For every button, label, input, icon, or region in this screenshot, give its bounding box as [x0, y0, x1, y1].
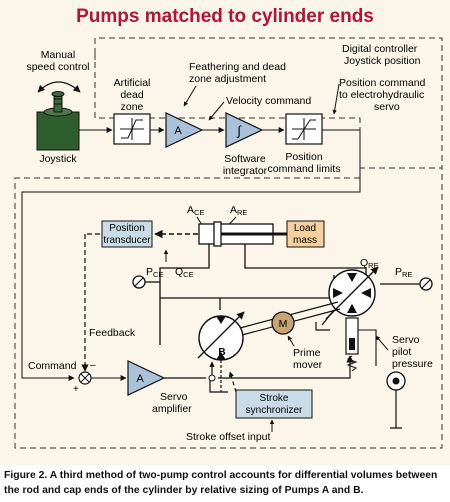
limits-label-2: command limits: [268, 163, 341, 175]
p-re-label: PRE: [395, 266, 412, 279]
load-mass-label-1: Load: [294, 223, 316, 234]
position-command-label-3: servo: [374, 101, 400, 113]
amplifier-a-block[interactable]: [165, 112, 204, 148]
limits-label-1: Position: [285, 151, 323, 163]
cap-end-line: [159, 244, 210, 345]
plus-sign: +: [73, 384, 79, 395]
joystick-position-label: Joystick position: [344, 55, 421, 67]
velocity-command-label: Velocity command: [226, 95, 311, 107]
pressure-gauge-re-icon: [419, 277, 433, 291]
pilot-tank-icon: [390, 390, 402, 429]
a-ce-label: ACE: [187, 204, 204, 217]
feathering-label-1: Feathering and dead: [189, 61, 286, 73]
stroke-offset-label: Stroke offset input: [186, 431, 271, 443]
synchronizer-label-2: synchronizer: [246, 405, 303, 416]
diagram-svg: Pumps matched to cylinder ends Manual sp…: [14, 6, 443, 449]
pilot-pressure-source-icon: [386, 371, 406, 391]
load-mass-label-2: mass: [293, 235, 317, 246]
integrator-block[interactable]: [225, 112, 264, 148]
minus-sign: –: [90, 360, 96, 371]
limits-graph-icon: [292, 118, 316, 140]
diagram-canvas: Pumps matched to cylinder ends Manual sp…: [0, 0, 450, 465]
figure-caption: Figure 2. A third method of two-pump con…: [0, 465, 450, 502]
dead-zone-label-1: Artificial: [114, 77, 151, 89]
caption-text: Figure 2. A third method of two-pump con…: [4, 470, 438, 496]
servo-actuator-a[interactable]: [345, 317, 359, 355]
feedback-label: Feedback: [89, 327, 136, 339]
pilot-label-3: pressure: [392, 358, 433, 370]
feathering-label-2: zone adjustment: [189, 73, 266, 85]
servo-amp-label-2: amplifier: [152, 403, 192, 415]
sync-link: [228, 371, 237, 393]
diagram-title: Pumps matched to cylinder ends: [76, 6, 374, 27]
pump-a-return-tank-icon: [315, 322, 330, 331]
pump-b-symbol: B: [218, 347, 225, 358]
position-command-label-1: Position command: [339, 77, 426, 89]
pump-a-return-line: [321, 309, 335, 326]
amplifier-a-symbol: A: [174, 125, 182, 137]
pilot-label-1: Servo: [392, 334, 420, 346]
pressure-gauge-ce-icon: [132, 275, 146, 289]
digital-controller-label: Digital controller: [342, 43, 418, 55]
joystick-label: Joystick: [39, 153, 77, 165]
servo-to-pump-a: [218, 355, 354, 379]
system-boundary: [14, 168, 443, 449]
transducer-label-2: transducer: [103, 235, 151, 246]
dead-zone-label-3: zone: [121, 101, 144, 113]
prime-mover-icon[interactable]: [271, 311, 295, 335]
pump-b-connection: [160, 297, 221, 310]
feathering-pointer: [183, 85, 197, 107]
servo-amp-label-1: Servo: [160, 391, 188, 403]
command-label: Command: [28, 360, 77, 372]
servo-amplifier-block[interactable]: [127, 360, 166, 396]
signal-split-node: [208, 374, 216, 382]
q-re-label: QRE: [360, 257, 379, 270]
pump-a-icon[interactable]: [325, 266, 379, 320]
motor-symbol: M: [279, 318, 288, 330]
hydraulic-cylinder[interactable]: [198, 221, 287, 247]
pilot-label-2: pilot: [392, 346, 411, 358]
q-ce-label: QCE: [175, 266, 194, 279]
stroke-synchronizer-block[interactable]: [235, 389, 313, 419]
signal-command-line: [21, 129, 361, 381]
position-transducer-block[interactable]: [101, 220, 153, 248]
position-command-pointer: [332, 83, 340, 115]
manual-speed-label-1: Manual: [41, 49, 75, 61]
pump-a-symbol: A: [348, 304, 355, 315]
prime-mover-label-2: mover: [293, 359, 323, 371]
integrator-label-2: integrator: [223, 165, 268, 177]
manual-speed-label-2: speed control: [26, 61, 89, 73]
pump-loop-top: [220, 275, 335, 299]
load-mass-block[interactable]: [286, 220, 325, 248]
a-re-label: ARE: [230, 204, 247, 217]
servo-a-pilot-line: [358, 329, 377, 366]
velocity-pointer: [208, 101, 225, 121]
pump-b-tank-icon: [209, 380, 228, 393]
joystick-icon[interactable]: [36, 91, 80, 151]
synchronizer-label-1: Stroke: [260, 393, 289, 404]
prime-mover-pointer: [287, 335, 295, 347]
pilot-pressure-arrow: [375, 335, 389, 351]
speed-control-arc-icon: [37, 81, 81, 93]
position-command-label-2: to electrohydraulic: [339, 89, 424, 101]
summing-junction-icon: [78, 371, 92, 385]
dead-zone-label-2: dead: [120, 89, 144, 101]
transducer-label-1: Position: [109, 223, 145, 234]
p-ce-label: PCE: [146, 266, 163, 279]
dead-zone-graph-icon: [120, 118, 144, 140]
servo-amp-symbol: A: [136, 373, 144, 385]
prime-mover-label-1: Prime: [293, 347, 321, 359]
integrator-label-1: Software: [224, 153, 266, 165]
servo-a-spring-icon: [346, 355, 358, 372]
integrator-symbol: ∫: [236, 123, 242, 138]
